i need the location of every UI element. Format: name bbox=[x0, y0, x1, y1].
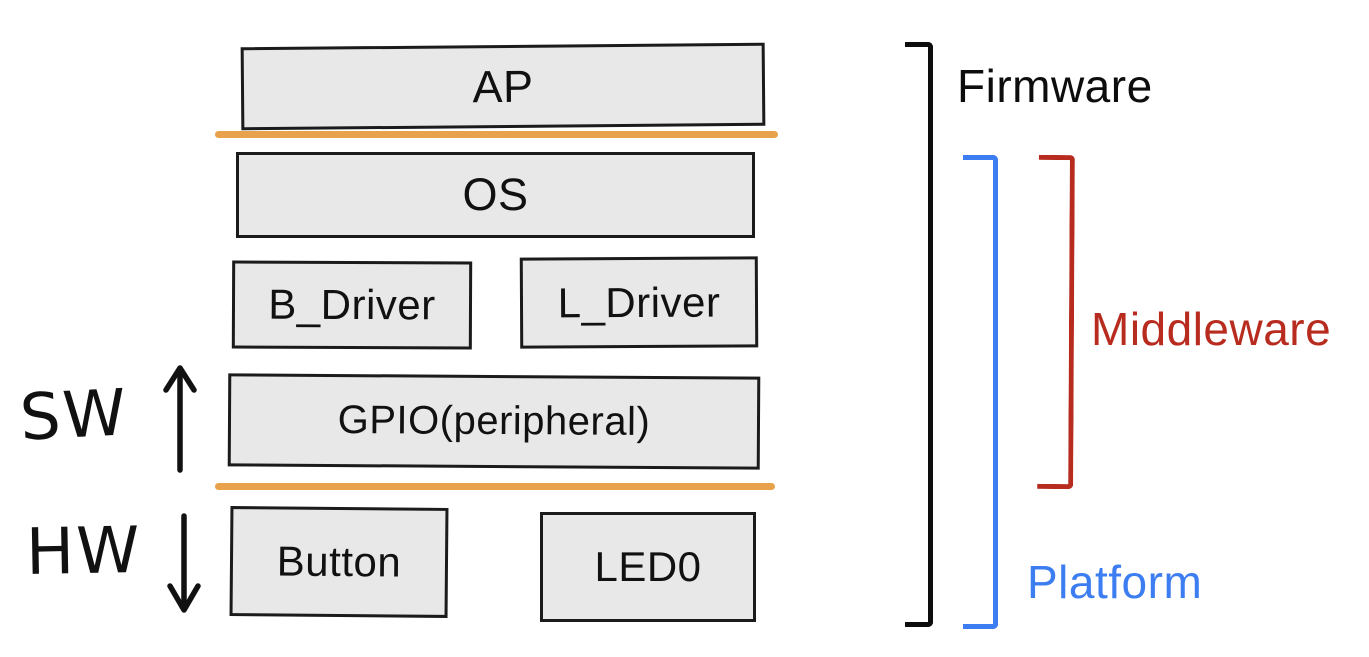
hw-label: HW bbox=[25, 513, 143, 591]
sw-hw-divider-bottom bbox=[215, 483, 775, 490]
box-button-label: Button bbox=[276, 537, 402, 586]
box-os-label: OS bbox=[462, 169, 529, 220]
arrow-up-icon bbox=[163, 365, 197, 473]
firmware-bracket bbox=[905, 42, 933, 627]
box-gpio-peripheral-label: GPIO(peripheral) bbox=[337, 398, 651, 444]
sw-label: SW bbox=[18, 376, 130, 456]
middleware-bracket bbox=[1037, 154, 1075, 490]
box-b-driver-label: B_Driver bbox=[268, 280, 436, 329]
box-gpio-peripheral: GPIO(peripheral) bbox=[227, 373, 761, 470]
box-os: OS bbox=[236, 152, 755, 238]
firmware-label: Firmware bbox=[957, 60, 1153, 112]
box-b-driver: B_Driver bbox=[231, 260, 473, 350]
sw-hw-divider-top bbox=[215, 131, 778, 138]
box-ap-label: AP bbox=[472, 60, 534, 112]
box-led0: LED0 bbox=[540, 512, 756, 622]
middleware-label: Middleware bbox=[1091, 303, 1332, 355]
box-led0-label: LED0 bbox=[594, 543, 702, 590]
box-l-driver-label: L_Driver bbox=[557, 278, 721, 326]
platform-label: Platform bbox=[1027, 556, 1203, 608]
platform-bracket bbox=[963, 155, 998, 629]
box-ap: AP bbox=[240, 42, 766, 131]
arrow-down-icon bbox=[167, 513, 201, 613]
box-button: Button bbox=[229, 506, 449, 618]
box-l-driver: L_Driver bbox=[519, 256, 759, 349]
